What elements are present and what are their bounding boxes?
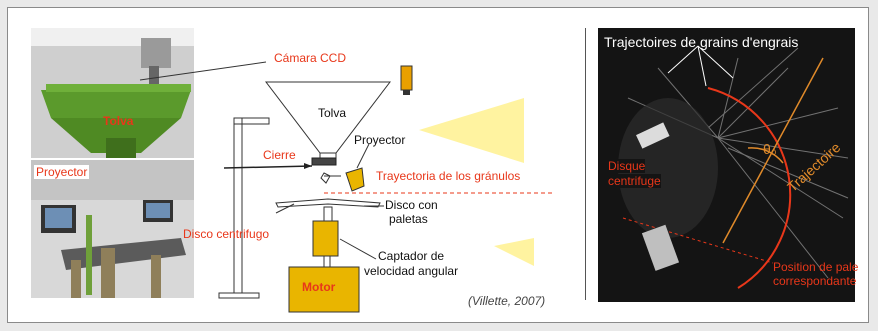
leader-projector: [356, 143, 370, 169]
lower-light-beam: [494, 238, 534, 266]
hopper-photo-label: Tolva: [103, 114, 134, 128]
sensor-label-line1: Captador de: [378, 249, 445, 263]
figure-frame: Tolva Proyector: [7, 7, 869, 323]
angular-speed-sensor: [312, 220, 339, 257]
frame-arm: [233, 117, 270, 125]
frame-base: [218, 292, 260, 299]
leader-sensor: [339, 238, 377, 260]
ccd-camera: [400, 65, 413, 91]
blade-position-line2: correspondante: [773, 274, 857, 288]
centrifugal-disc-fr-line2: centrifuge: [608, 174, 661, 188]
ccd-camera-lens: [403, 90, 410, 95]
hopper-photo-drawing: [31, 28, 194, 158]
closure-arrow-head: [304, 163, 312, 169]
projector-label: Proyector: [354, 133, 406, 147]
spreader-photo: [31, 160, 194, 298]
vaned-disc-label-line2: paletas: [389, 212, 428, 226]
projector-light-beam: [419, 98, 524, 163]
closure-label: Cierre: [263, 148, 296, 162]
centrifugal-disc-label: Disco centrifugo: [183, 227, 270, 241]
photo-credit: (S. VILLETTE - ENESAD): [766, 301, 859, 310]
sensor-label-line2: velocidad angular: [364, 264, 459, 278]
spreader-schematic: [218, 65, 554, 313]
camera-leader-line: [139, 61, 267, 81]
vaned-disc-label-line1: Disco con: [385, 198, 438, 212]
closure-gate: [311, 157, 337, 166]
projector-photo-label: Proyector: [34, 165, 90, 179]
frame-column: [233, 117, 243, 294]
trajectories-drawing: [598, 28, 855, 302]
shaft: [323, 206, 333, 222]
camera-label: Cámara CCD: [274, 51, 347, 65]
trajectory-label: Trayectoria de los gránulos: [376, 169, 521, 183]
hopper-photo: [31, 28, 194, 158]
motor-label: Motor: [302, 280, 336, 294]
granule: [320, 172, 331, 184]
hopper-label: Tolva: [318, 106, 347, 120]
vaned-disc: [275, 198, 381, 208]
centrifugal-disc-fr-line1: Disque: [608, 159, 646, 173]
motor-shaft: [323, 255, 331, 269]
spreader-photo-drawing: [31, 160, 194, 298]
panel-divider: [585, 28, 586, 300]
theta-angle-label: θ₀: [763, 141, 777, 157]
leader-centrifugal-disc: [275, 203, 295, 214]
citation: (Villette, 2007): [468, 294, 546, 308]
projector-device: [345, 167, 365, 192]
closure-arrow: [223, 165, 313, 169]
motor-block: [288, 266, 360, 313]
trajectories-title: Trajectoires de grains d'engrais: [604, 34, 799, 50]
blade-position-line1: Position de pale: [773, 260, 859, 274]
